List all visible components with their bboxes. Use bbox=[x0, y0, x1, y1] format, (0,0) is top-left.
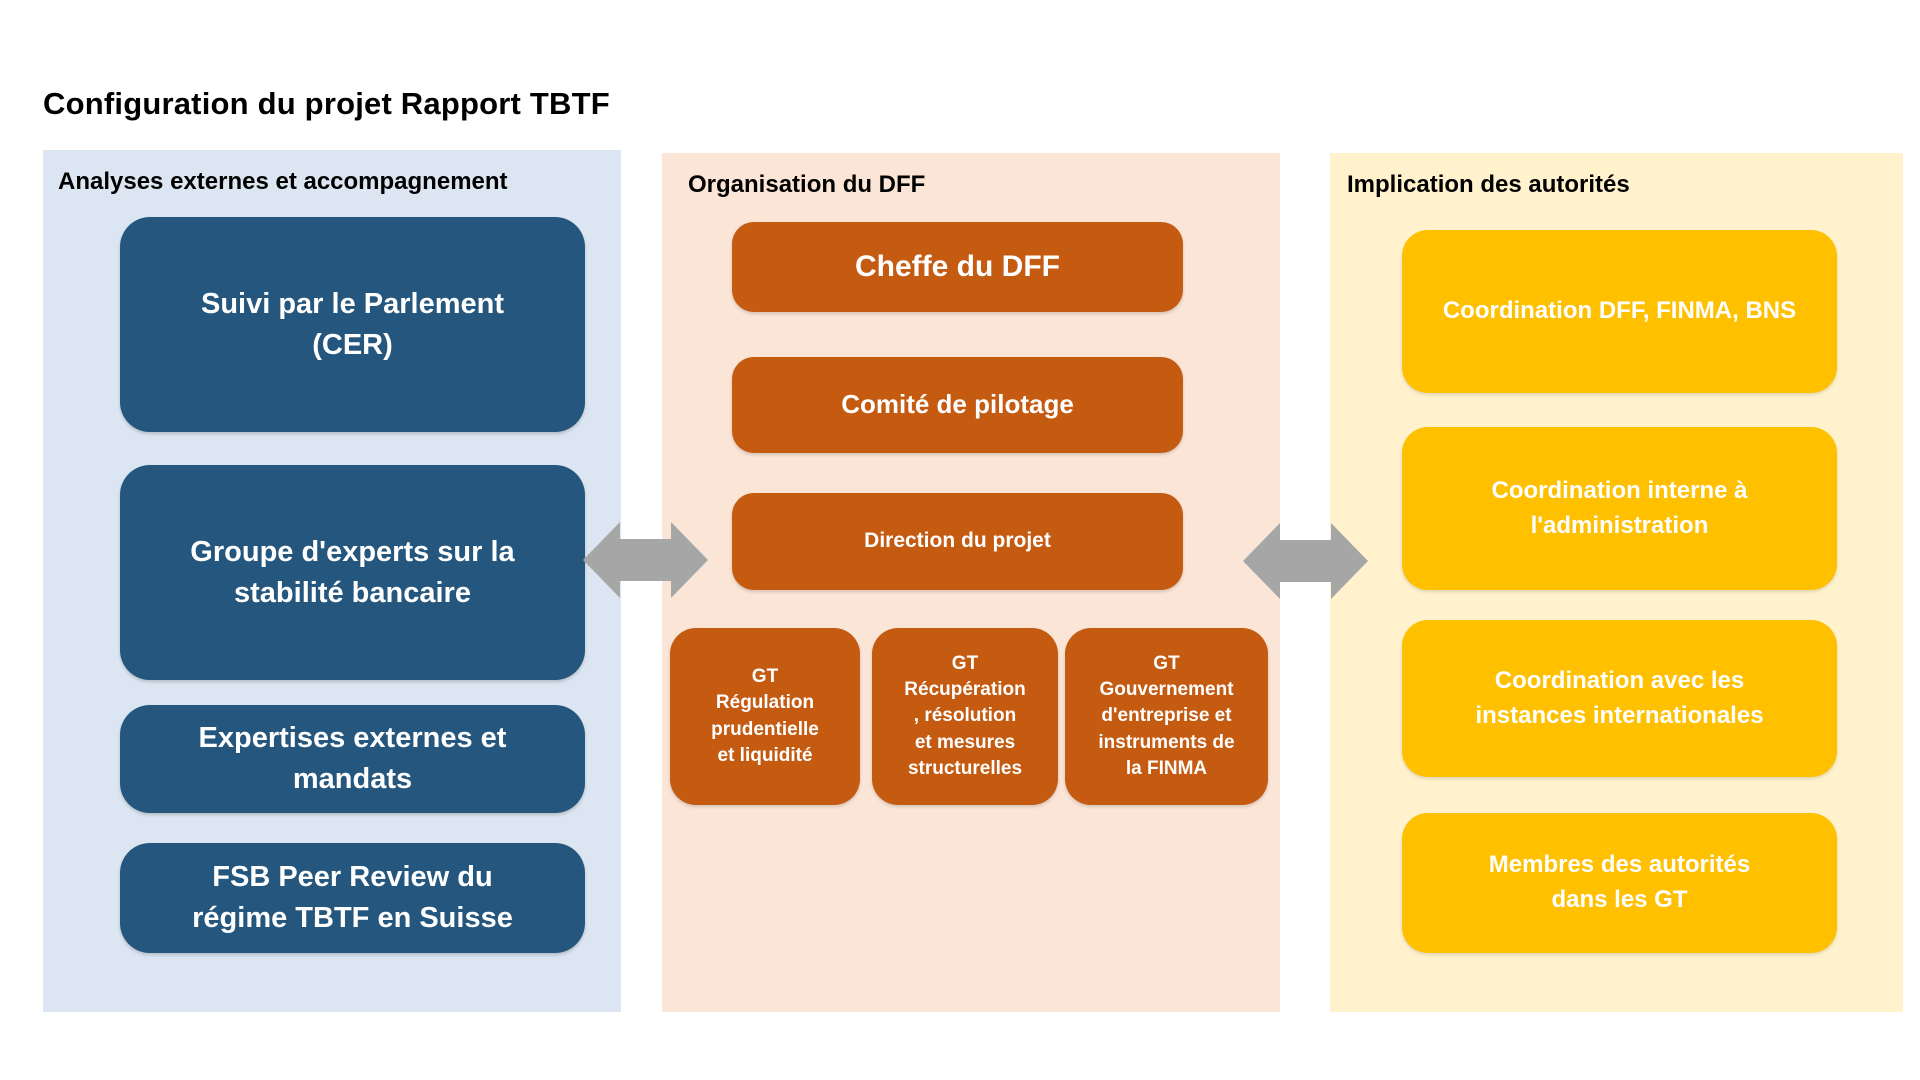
box-cheffe-dff: Cheffe du DFF bbox=[732, 222, 1183, 312]
double-arrow-right-icon bbox=[1243, 523, 1368, 599]
box-coordination-internationale: Coordination avec les instances internat… bbox=[1402, 620, 1837, 777]
box-gt-recuperation-resolution: GT Récupération , résolution et mesures … bbox=[872, 628, 1058, 805]
box-comite-pilotage: Comité de pilotage bbox=[732, 357, 1183, 453]
panel-analyses-externes: Analyses externes et accompagnement Suiv… bbox=[43, 150, 621, 1012]
page-title: Configuration du projet Rapport TBTF bbox=[43, 86, 610, 121]
box-direction-projet: Direction du projet bbox=[732, 493, 1183, 590]
box-expertises-externes: Expertises externes et mandats bbox=[120, 705, 585, 813]
box-gt-gouvernement-entreprise: GT Gouvernement d'entreprise et instrume… bbox=[1065, 628, 1268, 805]
panel-organisation-dff: Organisation du DFF Cheffe du DFF Comité… bbox=[662, 153, 1280, 1012]
box-suivi-parlement: Suivi par le Parlement (CER) bbox=[120, 217, 585, 432]
panel-header-analyses-externes: Analyses externes et accompagnement bbox=[58, 168, 508, 195]
box-membres-autorites-gt: Membres des autorités dans les GT bbox=[1402, 813, 1837, 953]
box-groupe-experts: Groupe d'experts sur la stabilité bancai… bbox=[120, 465, 585, 680]
box-coordination-dff-finma-bns: Coordination DFF, FINMA, BNS bbox=[1402, 230, 1837, 393]
box-gt-regulation-prudentielle: GT Régulation prudentielle et liquidité bbox=[670, 628, 860, 805]
panel-implication-autorites: Implication des autorités Coordination D… bbox=[1330, 153, 1903, 1012]
panel-header-implication-autorites: Implication des autorités bbox=[1347, 171, 1630, 198]
box-coordination-interne: Coordination interne à l'administration bbox=[1402, 427, 1837, 590]
double-arrow-left-icon bbox=[583, 522, 708, 598]
box-fsb-peer-review: FSB Peer Review du régime TBTF en Suisse bbox=[120, 843, 585, 953]
panel-header-organisation-dff: Organisation du DFF bbox=[688, 171, 926, 198]
